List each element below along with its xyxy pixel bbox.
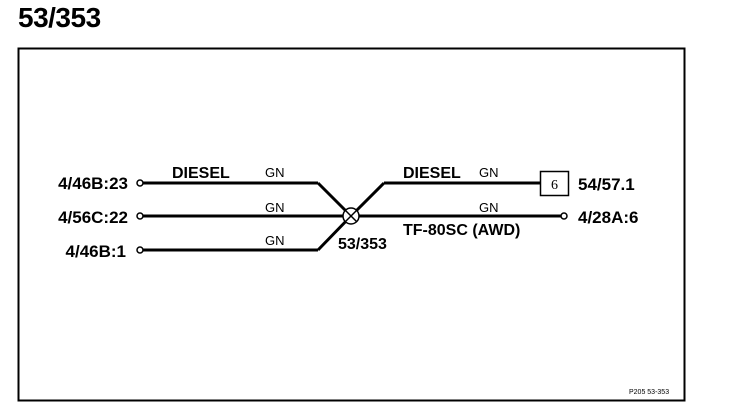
terminal-label-right-mid: 4/28A:6 [578, 208, 638, 227]
wire-label-diesel-right: DIESEL [403, 165, 461, 182]
footer-reference: P205 53-353 [629, 389, 669, 396]
splice-icon [342, 207, 360, 225]
terminal-label-left-top: 4/46B:23 [58, 174, 128, 193]
wire-label-diesel-left: DIESEL [172, 165, 230, 182]
wire-color-mid-left: GN [265, 200, 285, 215]
wire-color-top-left: GN [265, 165, 285, 180]
terminal-label-left-mid: 4/56C:22 [58, 208, 128, 227]
terminal-label-right-top: 54/57.1 [578, 175, 635, 194]
terminal-left-top [136, 179, 144, 187]
connector-box [539, 170, 570, 197]
terminal-label-left-bot: 4/46B:1 [66, 242, 126, 261]
terminal-left-mid [136, 212, 144, 220]
terminal-left-bot [136, 246, 144, 254]
splice-label: 53/353 [338, 236, 387, 253]
wire-color-bot-left: GN [265, 233, 285, 248]
connector-box-number: 6 [551, 178, 558, 193]
wire-color-top-right: GN [479, 165, 499, 180]
terminal-right-mid [560, 212, 568, 220]
variant-label: TF-80SC (AWD) [403, 222, 520, 239]
diagram-frame [17, 47, 686, 402]
page-title: 53/353 [18, 2, 101, 33]
wire-color-mid-right: GN [479, 200, 499, 215]
